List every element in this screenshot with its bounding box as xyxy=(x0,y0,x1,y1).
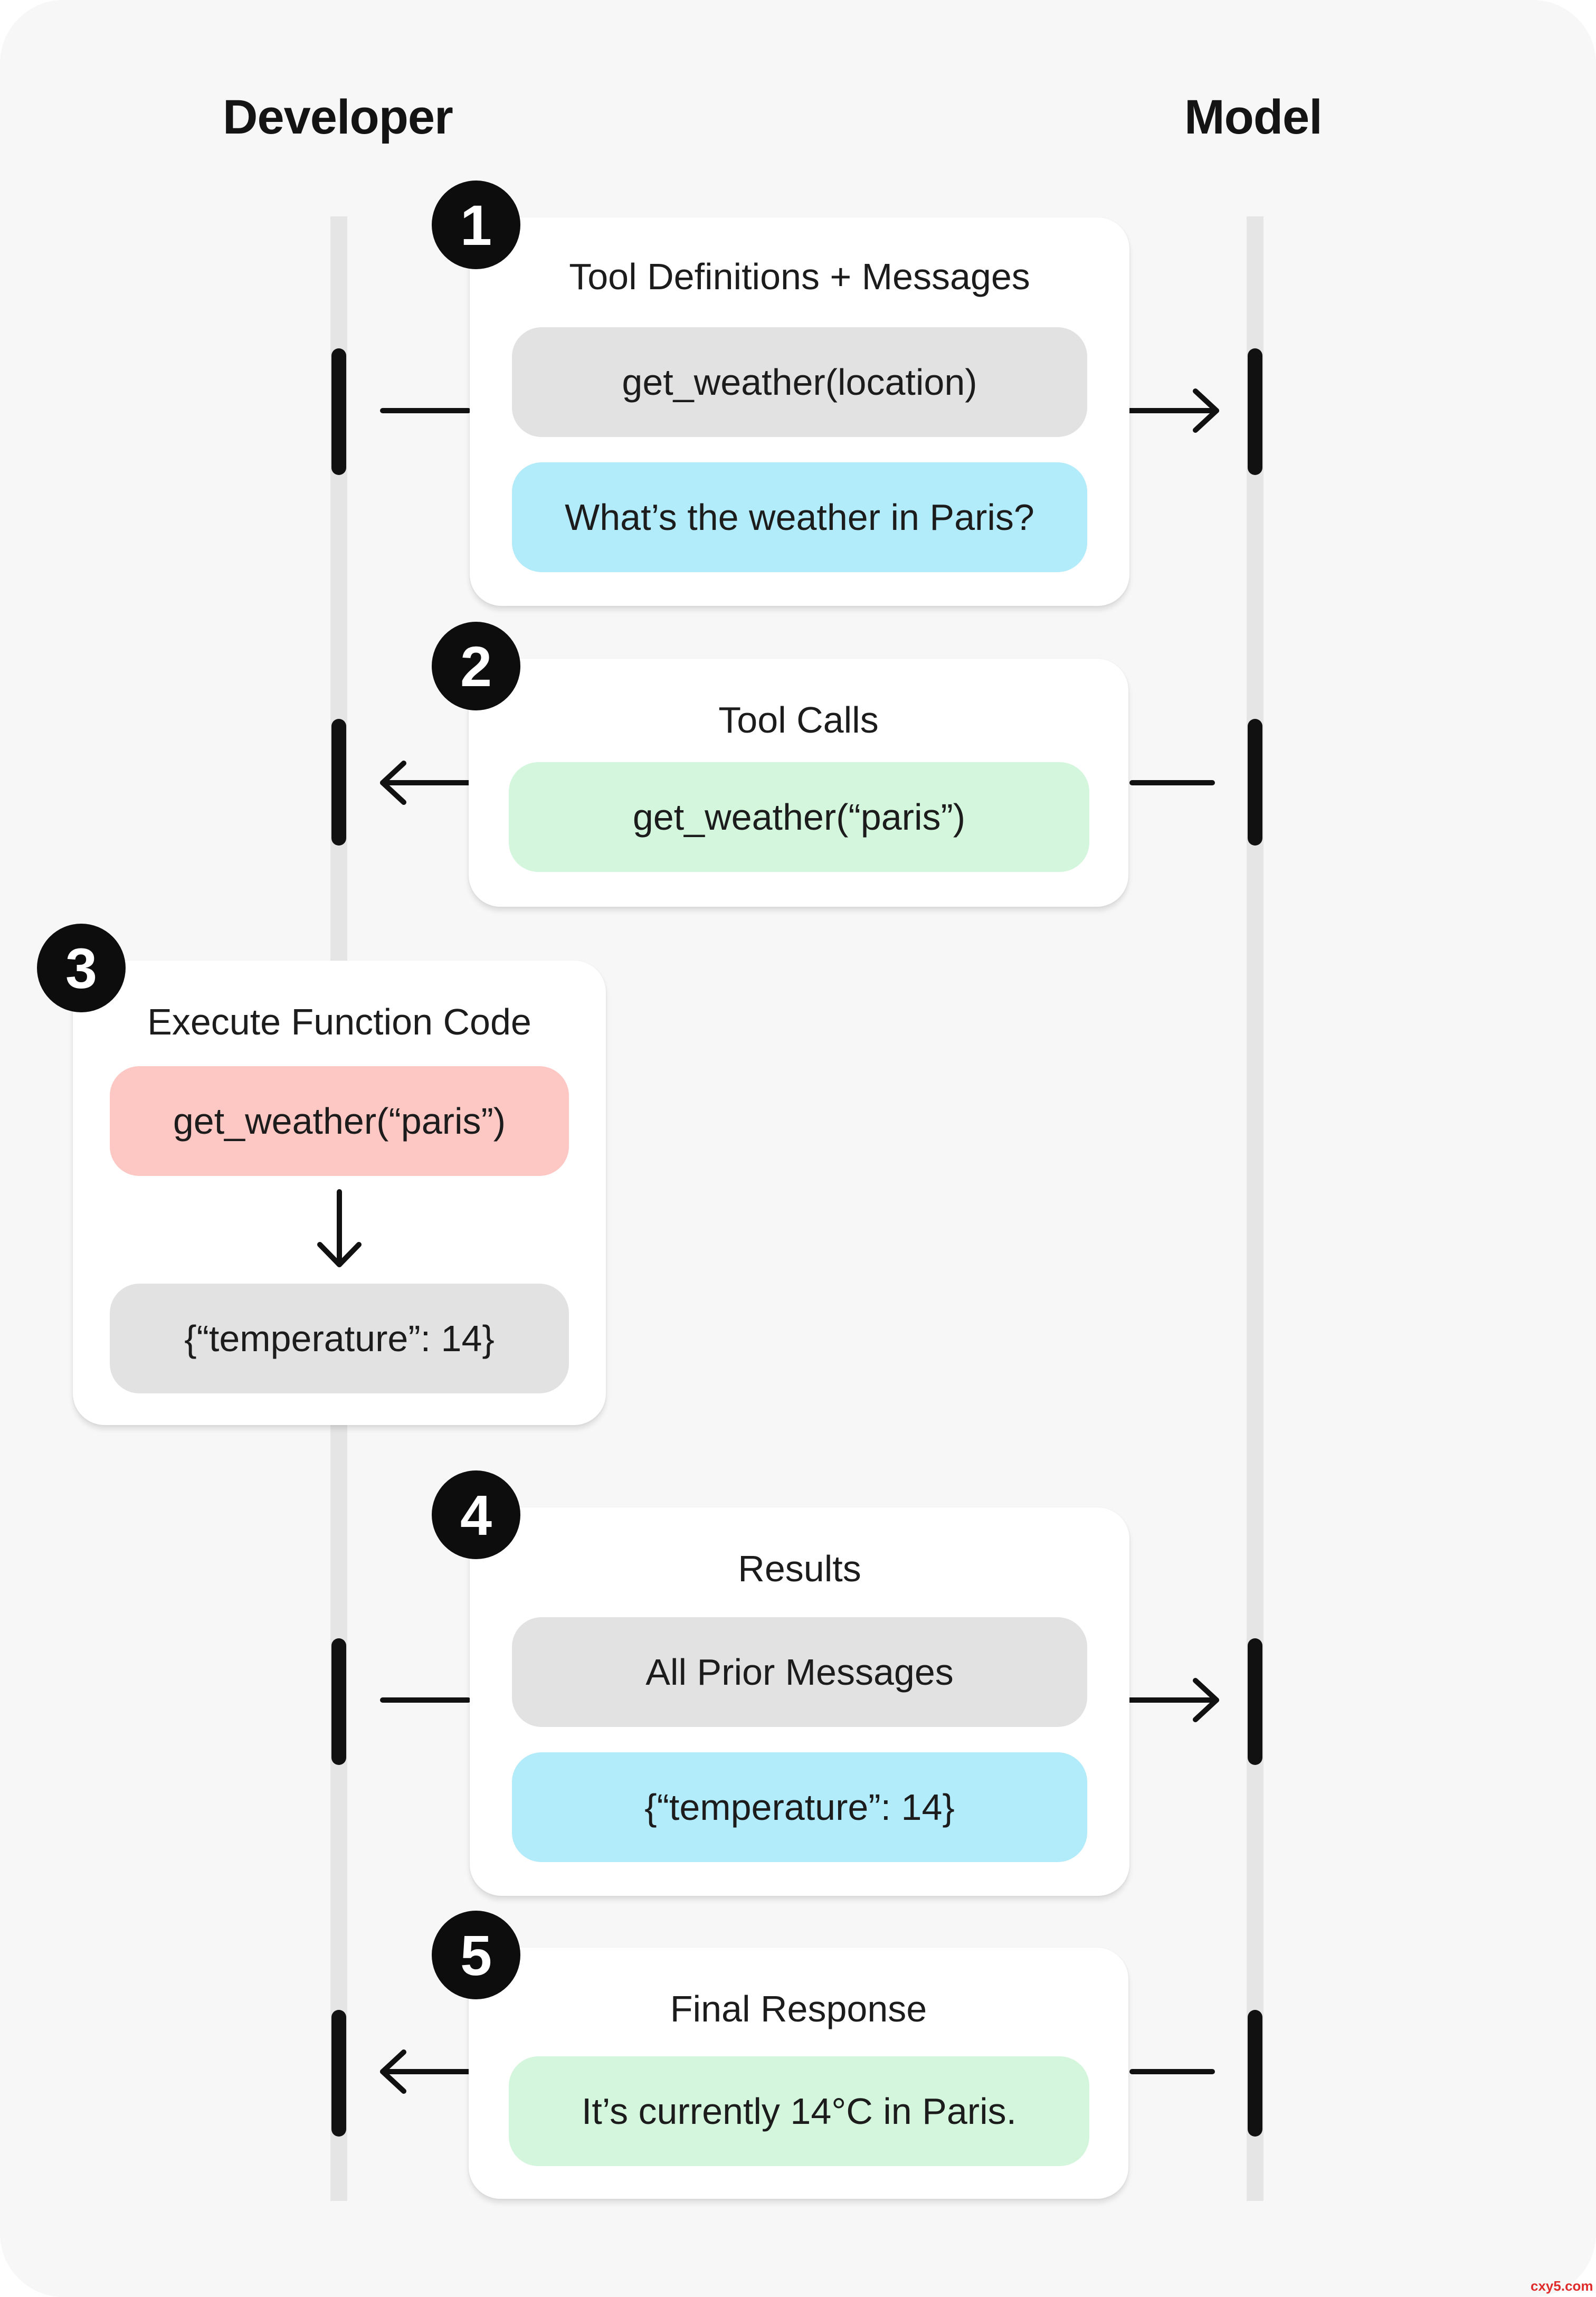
step3-arrow-down-icon xyxy=(317,1189,362,1267)
model-activation-4 xyxy=(1248,1638,1262,1765)
developer-activation-5 xyxy=(331,2010,346,2137)
step4-card: Results All Prior Messages {“temperature… xyxy=(470,1507,1129,1896)
step3-item-function-call: get_weather(“paris”) xyxy=(110,1066,569,1176)
model-label: Model xyxy=(1184,90,1323,144)
step4-item-prior-messages: All Prior Messages xyxy=(512,1617,1087,1727)
step1-item-user-message: What’s the weather in Paris? xyxy=(512,462,1087,572)
step5-item-final-response: It’s currently 14°C in Paris. xyxy=(509,2056,1089,2166)
step4-item-function-result: {“temperature”: 14} xyxy=(512,1752,1087,1862)
step3-title: Execute Function Code xyxy=(147,1001,531,1042)
step5-card: Final Response It’s currently 14°C in Pa… xyxy=(469,1948,1128,2199)
step5-title: Final Response xyxy=(670,1988,927,2029)
model-lifeline xyxy=(1247,216,1264,2201)
model-activation-1 xyxy=(1248,348,1262,475)
step1-badge: 1 xyxy=(432,181,520,269)
step2-item-tool-call: get_weather(“paris”) xyxy=(509,762,1089,872)
step2-badge: 2 xyxy=(432,622,520,710)
step4-title: Results xyxy=(738,1548,861,1589)
step5-badge: 5 xyxy=(432,1911,520,1999)
step3-badge: 3 xyxy=(37,924,126,1012)
watermark: cxy5.com xyxy=(1531,2278,1593,2294)
model-activation-5 xyxy=(1248,2010,1262,2137)
step2-arrow-left-icon xyxy=(380,761,472,805)
developer-activation-2 xyxy=(331,719,346,846)
step1-arrow-right-icon xyxy=(1127,388,1219,433)
step4-connector-left xyxy=(380,1697,471,1703)
developer-activation-4 xyxy=(331,1638,346,1765)
step1-item-tool-definition: get_weather(location) xyxy=(512,327,1087,437)
step2-card: Tool Calls get_weather(“paris”) xyxy=(469,659,1128,907)
step5-connector-right xyxy=(1129,2069,1215,2074)
step1-connector-left xyxy=(380,408,471,413)
step2-title: Tool Calls xyxy=(718,699,879,741)
step4-badge: 4 xyxy=(432,1470,520,1559)
step3-item-function-result: {“temperature”: 14} xyxy=(110,1284,569,1393)
developer-activation-1 xyxy=(331,348,346,475)
step3-card: Execute Function Code get_weather(“paris… xyxy=(73,961,606,1425)
step1-title: Tool Definitions + Messages xyxy=(569,256,1030,297)
developer-label: Developer xyxy=(223,90,453,144)
step4-arrow-right-icon xyxy=(1127,1678,1219,1722)
step5-arrow-left-icon xyxy=(380,2049,472,2094)
step2-connector-right xyxy=(1129,780,1215,785)
model-activation-2 xyxy=(1248,719,1262,846)
step1-card: Tool Definitions + Messages get_weather(… xyxy=(470,217,1129,606)
